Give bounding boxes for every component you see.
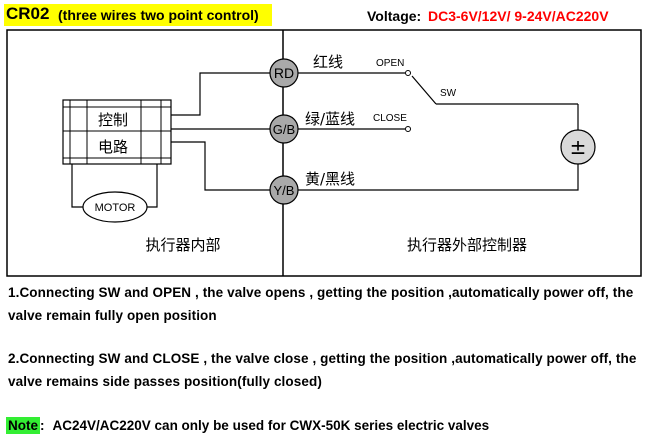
motor-wire-right xyxy=(147,164,158,208)
model-code: CR02 xyxy=(6,4,50,23)
wire-label-yellow-black: 黄/黑线 xyxy=(305,170,355,188)
model-description: (three wires two point control) xyxy=(58,7,259,23)
terminal-rd-label: RD xyxy=(274,65,294,81)
wire-label-green-blue: 绿/蓝线 xyxy=(305,110,355,128)
power-symbol: ± xyxy=(570,135,587,159)
power-source: ± xyxy=(560,129,596,165)
terminal-yb: Y/B xyxy=(269,175,299,205)
voltage-label: Voltage: xyxy=(367,8,422,24)
wire-yb-internal xyxy=(171,141,270,191)
title-highlight xyxy=(4,4,272,26)
note-text: AC24V/AC220V can only be used for CWX-50… xyxy=(52,418,490,433)
open-contact xyxy=(405,70,411,76)
wire-common xyxy=(298,164,579,191)
note-label: Note xyxy=(6,417,40,434)
close-label: CLOSE xyxy=(373,113,407,124)
voltage-value: DC3-6V/12V/ 9-24V/AC220V xyxy=(428,8,609,24)
instruction-2: 2.Connecting SW and CLOSE , the valve cl… xyxy=(8,351,637,389)
terminal-gb-label: G/B xyxy=(273,122,295,137)
outside-caption: 执行器外部控制器 xyxy=(407,236,527,254)
motor-wire-left xyxy=(71,164,83,208)
instruction-1: 1.Connecting SW and OPEN , the valve ope… xyxy=(8,285,634,323)
motor: MOTOR xyxy=(82,191,148,223)
terminal-rd: RD xyxy=(269,58,299,88)
diagram-frame xyxy=(6,29,642,277)
note-separator: : xyxy=(40,418,45,433)
close-contact xyxy=(405,126,411,132)
switch-blade xyxy=(411,75,437,105)
controller-box: 控制 电路 xyxy=(62,99,172,165)
motor-label: MOTOR xyxy=(95,202,136,214)
open-label: OPEN xyxy=(376,58,404,69)
switch-label: SW xyxy=(440,88,457,99)
wire-rd-internal xyxy=(171,72,270,116)
terminal-gb: G/B xyxy=(269,114,299,144)
wire-label-red: 红线 xyxy=(313,53,343,71)
note-row: Note: AC24V/AC220V can only be used for C… xyxy=(6,417,490,434)
terminal-yb-label: Y/B xyxy=(274,183,295,198)
inside-caption: 执行器内部 xyxy=(145,236,220,254)
controller-label-1: 控制 xyxy=(98,111,128,129)
controller-label-2: 电路 xyxy=(98,138,128,156)
